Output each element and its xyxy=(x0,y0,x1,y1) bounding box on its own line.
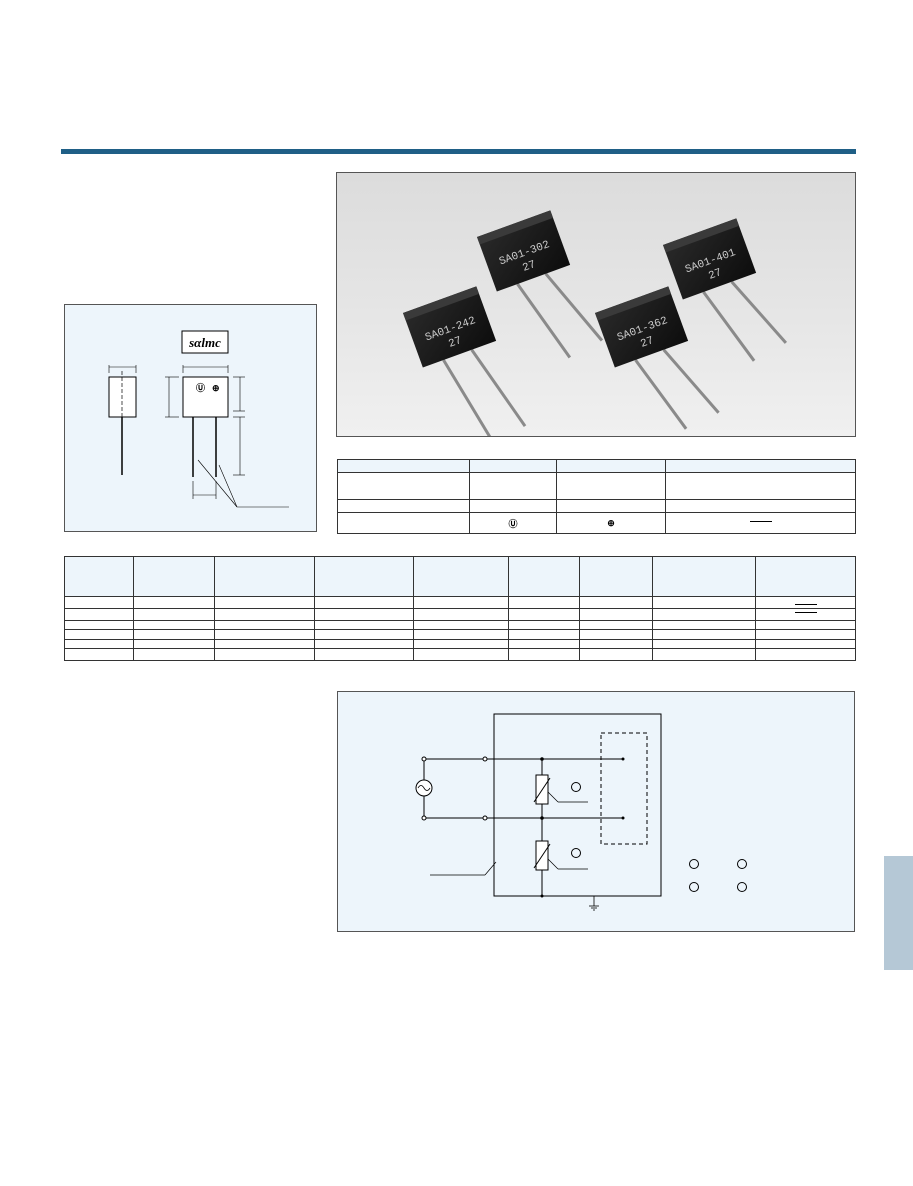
circuit-diagram xyxy=(415,713,747,911)
csa-symbol: ⊕ xyxy=(607,517,615,528)
dimension-drawing: sαlmc Ⓤ ⊕ xyxy=(108,330,289,508)
dimension-drawing-panel: sαlmc Ⓤ ⊕ xyxy=(64,304,317,532)
component-4-code: 27 xyxy=(707,267,724,283)
csa-mark-drawn: ⊕ xyxy=(212,383,220,393)
circuit-panel xyxy=(337,691,855,932)
component-1-code: 27 xyxy=(447,335,464,351)
product-photo: SA01-242 27 SA01-302 27 SA01-362 27 xyxy=(336,172,856,437)
ul-mark-drawn: Ⓤ xyxy=(196,382,205,393)
product-photo-illustration: SA01-242 27 SA01-302 27 SA01-362 27 xyxy=(403,210,788,436)
logo-text: sαlmc xyxy=(188,335,221,350)
specs-table xyxy=(64,556,856,661)
component-3-code: 27 xyxy=(639,335,656,351)
header-rule xyxy=(61,149,856,154)
approvals-table: Ⓤ ⊕ xyxy=(337,459,856,534)
logo-box xyxy=(181,330,229,354)
ul-symbol: Ⓤ xyxy=(508,518,518,529)
overline-mark xyxy=(749,520,772,522)
section-tab xyxy=(884,856,913,970)
component-2-code: 27 xyxy=(521,259,538,275)
